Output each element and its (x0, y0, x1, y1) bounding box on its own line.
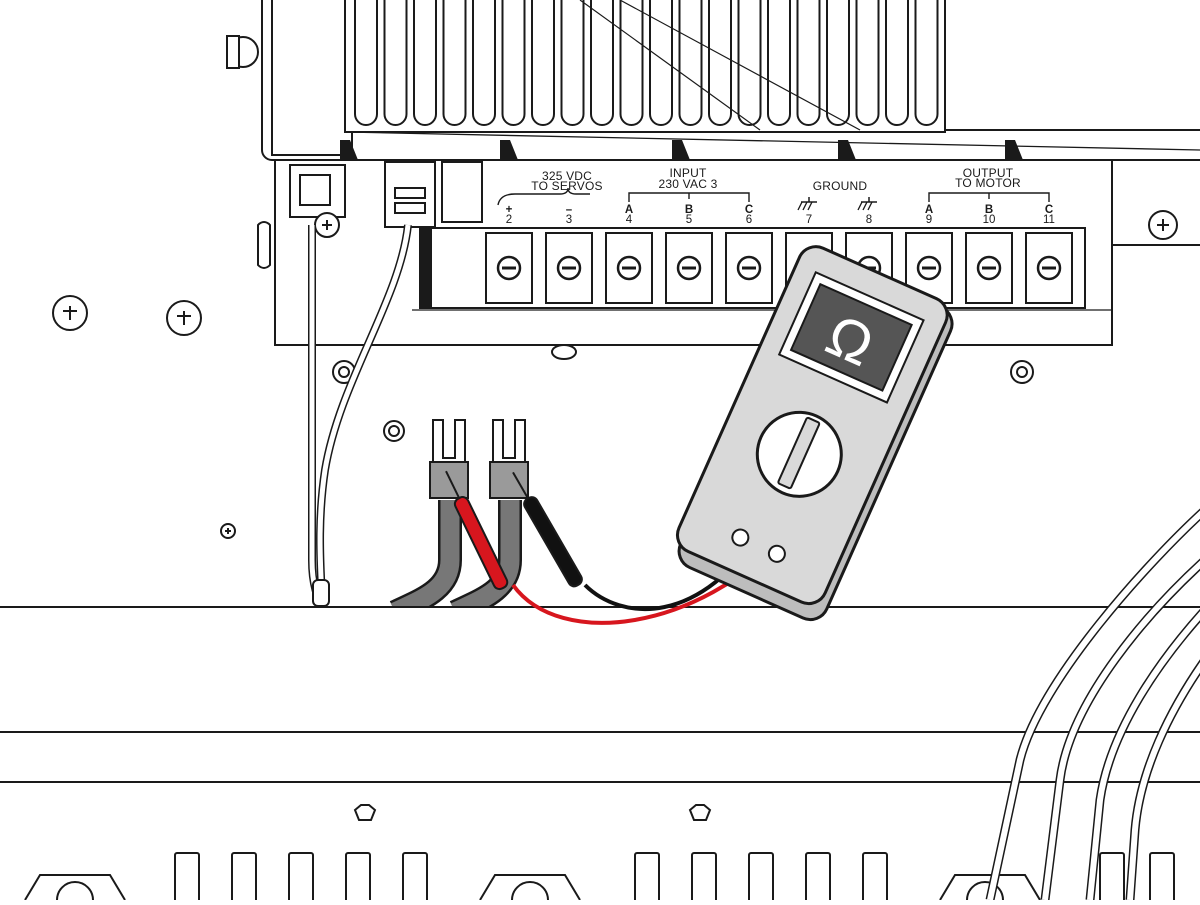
terminal-mark: C (745, 204, 753, 216)
output-label-line: OUTPUT (963, 166, 1014, 180)
terminal-number: 7 (806, 214, 812, 226)
vent-slot (634, 852, 660, 905)
heatsink-fin (531, 0, 555, 126)
terminal-number: 11 (1043, 214, 1055, 226)
vent-slot (1149, 852, 1175, 905)
terminal-mark: + (506, 204, 513, 216)
heatsink-fin (354, 0, 378, 126)
terminal-5 (665, 232, 713, 304)
ground-symbol (797, 197, 817, 211)
heatsink-fin (885, 0, 909, 126)
output-bracket (928, 192, 1050, 202)
terminal-mark: B (985, 204, 993, 216)
terminal-number: 8 (866, 214, 872, 226)
heatsink-fin (560, 0, 585, 126)
terminal-mark: B (685, 204, 693, 216)
terminal-9 (905, 232, 953, 304)
terminal-number: 10 (983, 214, 996, 226)
vent-slot (748, 852, 774, 905)
heatsink-fin (708, 0, 732, 126)
input-bracket (628, 192, 750, 202)
black-probe (512, 471, 583, 588)
dial-pointer (777, 416, 821, 490)
terminal-6 (725, 232, 773, 304)
com-jack (731, 528, 750, 547)
terminal-10 (965, 232, 1013, 304)
terminal-mark: C (1045, 204, 1053, 216)
vent-slot (231, 852, 257, 905)
input-label-line: INPUT (670, 166, 707, 180)
terminal-mark: – (566, 204, 573, 216)
terminal-3 (545, 232, 593, 304)
heatsink-fins (354, 0, 939, 131)
vent-slot (345, 852, 371, 905)
terminal-number: 3 (566, 214, 572, 226)
terminal-mark: A (625, 204, 633, 216)
ground-symbol (857, 197, 877, 211)
heatsink-fin (472, 0, 496, 126)
vent-slot (805, 852, 831, 905)
terminal-number: 5 (686, 214, 692, 226)
terminal-number: 2 (506, 214, 512, 226)
red-probe (445, 470, 509, 591)
servo-label-line: 325 VDC (542, 169, 592, 183)
heatsink-fin (796, 0, 821, 126)
output-label-line: TO MOTOR (955, 176, 1021, 190)
input-label-line: 230 VAC 3 (659, 177, 718, 191)
terminal-4 (605, 232, 653, 304)
heatsink-fin (501, 0, 526, 126)
meter-display (789, 282, 914, 392)
heatsink-fin (678, 0, 703, 126)
vent-slot (174, 852, 200, 905)
v-ohm-jack (767, 544, 786, 563)
heatsink-fin (413, 0, 437, 126)
multimeter: Ω (675, 245, 954, 622)
vent-slot (1099, 852, 1125, 905)
servo-bracket (497, 187, 590, 206)
spade-lug-left (429, 419, 469, 499)
ground-label-line: GROUND (813, 179, 868, 193)
terminal-mark: A (925, 204, 933, 216)
vent-slot (402, 852, 428, 905)
heatsink-fin (737, 0, 762, 126)
terminal-number: 4 (626, 214, 633, 226)
vent-slot (862, 852, 888, 905)
heatsink-fin (442, 0, 467, 126)
heatsink-fin (914, 0, 939, 126)
vent-slots (174, 852, 1175, 905)
heatsink-fin (826, 0, 850, 126)
spade-lug-right (489, 419, 529, 499)
heatsink-fin (767, 0, 791, 126)
signal-cable (308, 224, 412, 608)
terminal-2 (485, 232, 533, 304)
vent-slot (288, 852, 314, 905)
drive-housing (226, 0, 1200, 161)
heatsink-fin (649, 0, 673, 126)
right-cable-bundle (985, 508, 1200, 901)
heatsink-fin (590, 0, 614, 126)
servo-label-line: TO SERVOS (531, 179, 602, 193)
panel-screws (52, 210, 1178, 539)
vent-slot (691, 852, 717, 905)
heatsink-fin (383, 0, 408, 126)
chassis-frame (0, 606, 1200, 905)
heatsink-fin (855, 0, 880, 126)
terminal-number: 9 (926, 214, 932, 226)
heatsink-fin (619, 0, 644, 126)
terminal-11 (1025, 232, 1073, 304)
terminal-number: 6 (746, 214, 752, 226)
